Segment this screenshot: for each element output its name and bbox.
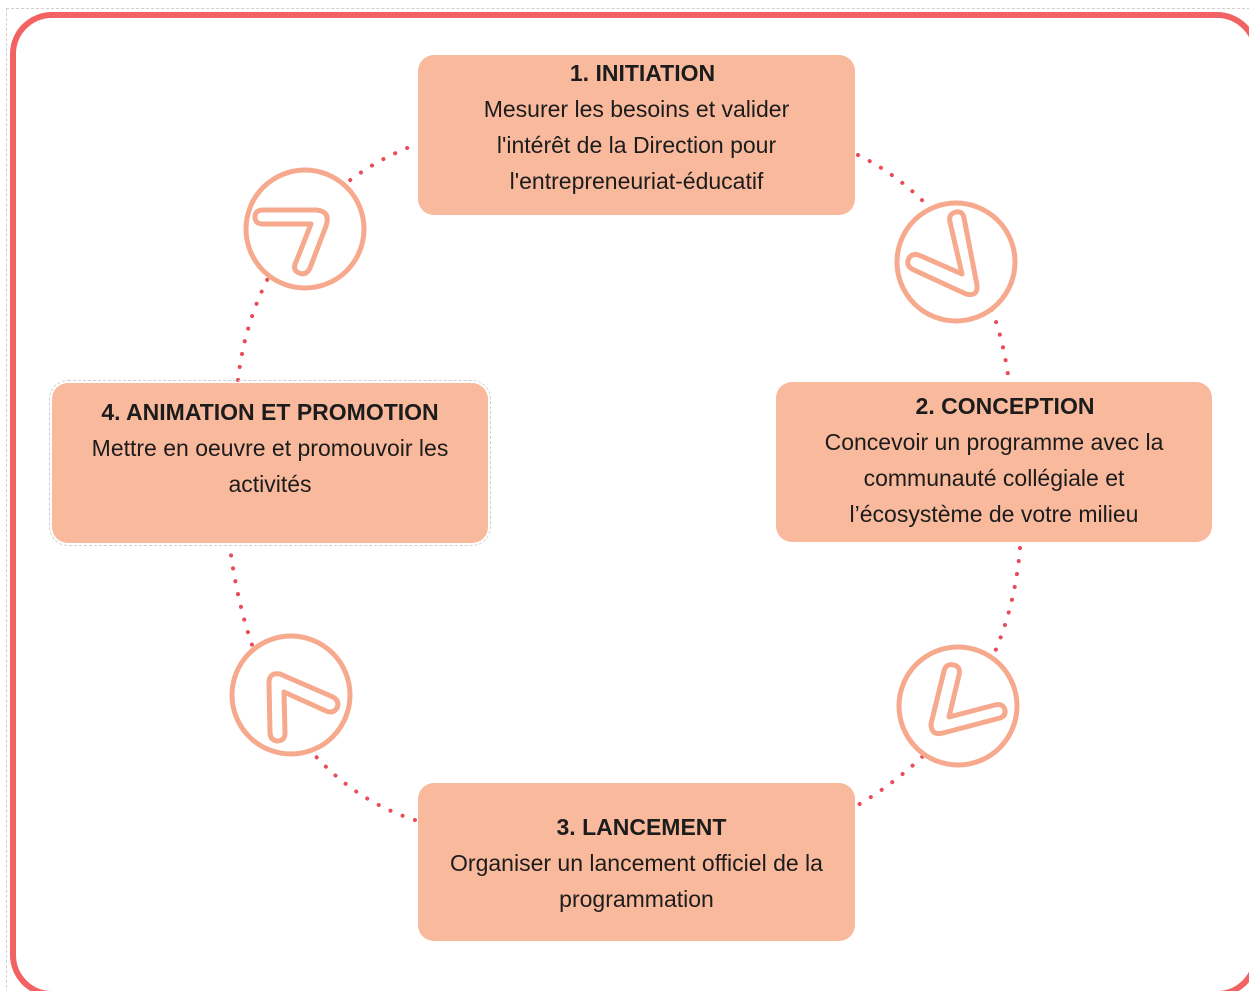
- step-title: 1. INITIATION: [569, 60, 716, 86]
- connector-lancement-to-animation: [228, 546, 417, 822]
- step-initiation-box: 1. INITIATION Mesurer les besoins et val…: [418, 55, 855, 215]
- step-animation-box: 4. ANIMATION ET PROMOTION Mettre en oeuv…: [49, 380, 491, 546]
- selection-outline: [6, 8, 1249, 991]
- step-description: Concevoir un programme avec la communaut…: [824, 429, 1164, 527]
- step-lancement-box: 3. LANCEMENT Organiser un lancement offi…: [418, 783, 855, 941]
- step-conception-box: 2. CONCEPTION Concevoir un programme ave…: [776, 382, 1212, 542]
- arrow-top-right-icon: [894, 200, 1018, 324]
- step-description: Mettre en oeuvre et promouvoir les activ…: [91, 435, 449, 497]
- arrow-bottom-right-icon: [896, 644, 1020, 768]
- step-title: 2. CONCEPTION: [915, 393, 1095, 419]
- step-description: Organiser un lancement officiel de la pr…: [450, 850, 823, 912]
- diagram-frame: [10, 12, 1249, 991]
- arrow-bottom-left-icon: [229, 633, 353, 757]
- step-description: Mesurer les besoins et valider l'intérêt…: [483, 96, 790, 194]
- arrow-top-left-icon: [243, 167, 367, 291]
- connector-conception-to-lancement: [856, 546, 1022, 807]
- step-title: 4. ANIMATION ET PROMOTION: [101, 399, 439, 425]
- step-title: 3. LANCEMENT: [556, 814, 727, 840]
